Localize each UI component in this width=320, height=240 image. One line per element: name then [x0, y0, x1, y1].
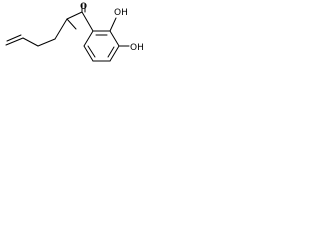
alkene-double-bond-outer — [5, 37, 24, 46]
alpha-to-carbonyl-bond — [66, 11, 83, 20]
ring-inner-double-2 — [107, 46, 115, 58]
ring-bond-2 — [109, 30, 120, 47]
alkene-double-bond-inner — [6, 34, 22, 42]
carbonyl-oxygen-label: O — [80, 2, 87, 12]
ring-bond-5 — [83, 45, 94, 62]
chemical-structure-diagram: O OH OH — [5, 2, 144, 62]
carbonyl-to-ring-bond — [81, 11, 94, 32]
methyl-bond — [66, 18, 77, 30]
ring-bond-6 — [83, 30, 94, 47]
chain-bond — [37, 38, 56, 47]
ring-bond-3 — [109, 45, 120, 62]
allylic-bond — [22, 37, 39, 47]
hydroxyl-top-bond — [109, 17, 117, 32]
ring-inner-double-3 — [87, 45, 96, 58]
hydroxyl-top-label: OH — [114, 8, 128, 18]
hydroxyl-right-label: OH — [130, 43, 144, 53]
chain-bond-to-alpha-carbon — [54, 18, 68, 40]
bonds — [5, 3, 130, 62]
